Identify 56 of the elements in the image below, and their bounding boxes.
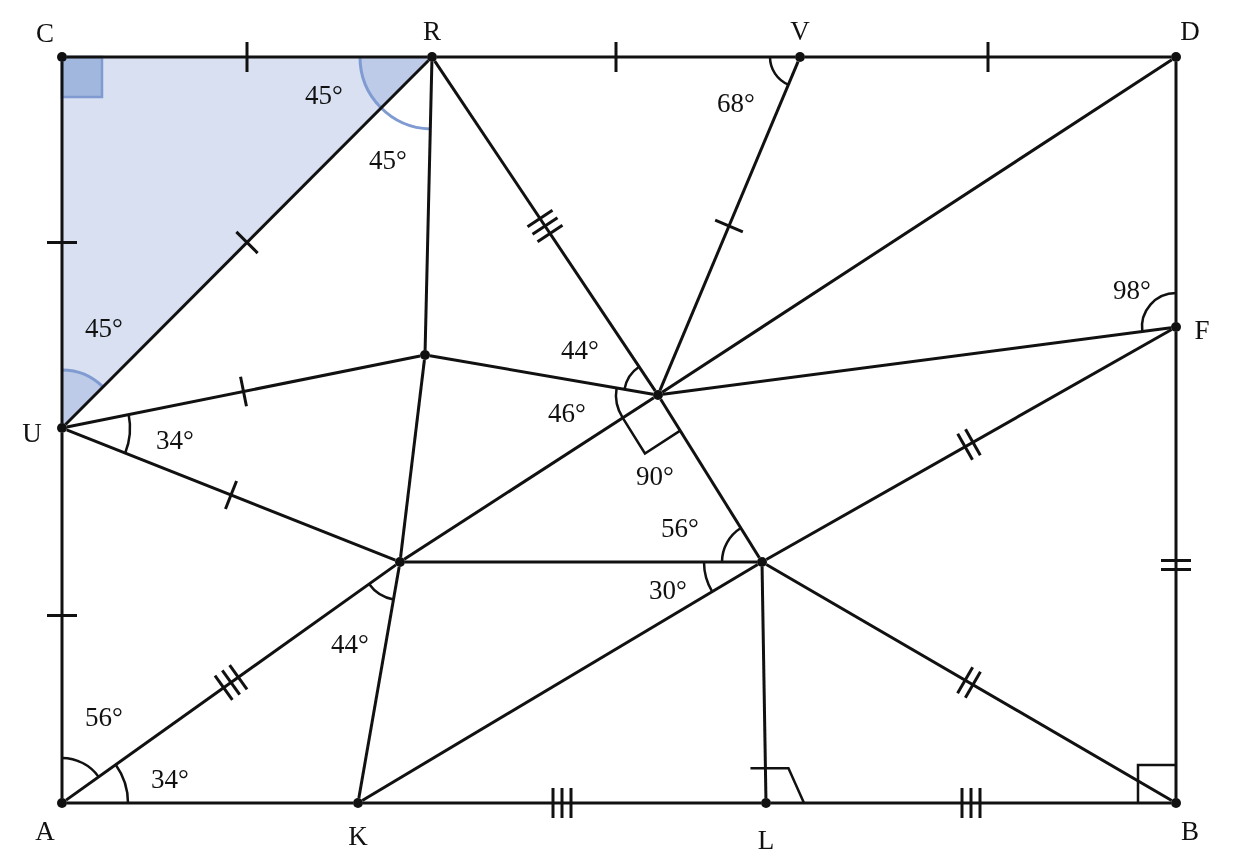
line-segment <box>662 326 1172 396</box>
line-segment <box>403 396 655 561</box>
angle-label: 44° <box>561 336 599 364</box>
point-label: K <box>348 822 368 850</box>
angle-label: 30° <box>649 576 687 604</box>
line-segment <box>765 328 1173 561</box>
angle-label: 34° <box>156 426 194 454</box>
line-segment <box>433 60 657 392</box>
line-segment <box>66 354 421 429</box>
angle-label: 45° <box>369 146 407 174</box>
line-segment <box>361 563 759 802</box>
angle-label: 46° <box>548 399 586 427</box>
line-segment <box>658 61 800 391</box>
angle-label: 44° <box>331 630 369 658</box>
point-label: U <box>22 419 42 447</box>
line-segment <box>423 61 434 351</box>
point-label: L <box>757 826 775 854</box>
angle-label: 45° <box>85 314 123 342</box>
line-segment <box>429 354 654 396</box>
line-segment <box>60 62 64 423</box>
line-segment <box>437 55 795 59</box>
angle-label: 90° <box>636 462 674 490</box>
line-segment <box>66 428 396 562</box>
line-segment <box>1174 62 1178 322</box>
line-segment <box>805 55 1171 59</box>
point-label: C <box>36 19 54 47</box>
line-segment <box>363 801 761 805</box>
line-segment <box>357 566 401 799</box>
line-segment <box>65 563 397 802</box>
point <box>420 350 430 360</box>
point-label: B <box>1181 817 1199 845</box>
line-segment <box>765 563 1173 802</box>
point-label: F <box>1194 316 1210 344</box>
line-segment <box>659 398 761 559</box>
point-label: A <box>35 817 55 845</box>
line-segment <box>405 560 757 564</box>
line-segment <box>67 55 427 59</box>
point <box>757 557 767 567</box>
line-segment <box>1174 332 1178 798</box>
angle-label: 98° <box>1113 276 1151 304</box>
point-label: D <box>1180 17 1200 45</box>
line-segment <box>760 566 768 799</box>
line-segment <box>399 359 426 558</box>
angle-label: 68° <box>717 89 755 117</box>
angle-label: 45° <box>305 81 343 109</box>
angle-label: 56° <box>661 514 699 542</box>
point <box>395 557 405 567</box>
line-segment <box>771 801 1171 805</box>
line-segment <box>67 801 353 805</box>
angle-label: 34° <box>151 765 189 793</box>
point <box>653 390 663 400</box>
angle-label: 56° <box>85 703 123 731</box>
point-label: R <box>423 17 441 45</box>
point-label: V <box>790 17 810 45</box>
line-segment <box>661 58 1173 394</box>
line-segment <box>60 433 64 798</box>
